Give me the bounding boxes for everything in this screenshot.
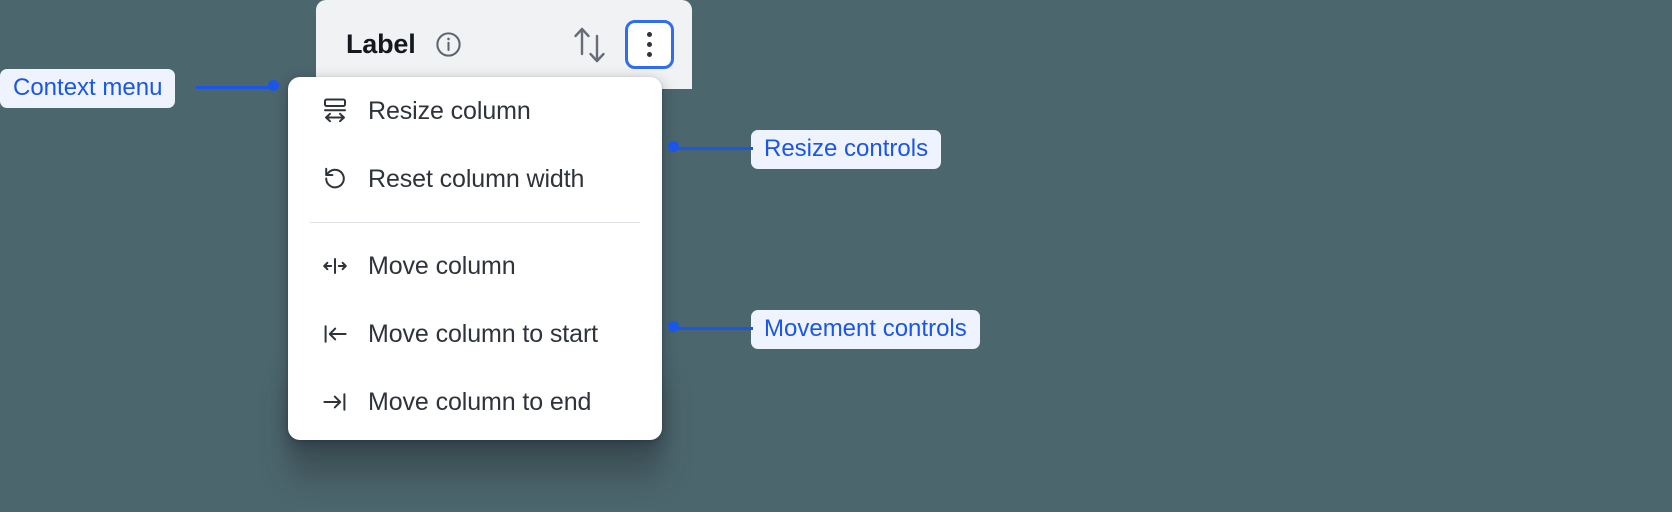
menu-group-resize-controls: Resize column Reset column width [288,77,662,213]
menu-item-label: Move column [368,251,516,280]
annotation-leader-line-context-menu [196,85,272,89]
column-header-content: Label [316,0,692,89]
kebab-dot-3 [647,52,652,57]
annotation-anchor-dot-resize-controls [668,141,679,152]
kebab-dot-2 [647,42,652,47]
column-header-panel: Label [316,0,692,89]
menu-item-move-column-to-end[interactable]: Move column to end [288,368,662,436]
menu-item-label: Resize column [368,96,531,125]
move-to-end-icon [320,387,350,417]
info-circle-icon[interactable] [434,30,463,59]
annotation-label-context-menu: Context menu [0,69,176,109]
column-overflow-menu-button[interactable] [625,20,674,69]
menu-item-move-column[interactable]: Move column [288,232,662,300]
menu-group-movement-controls: Move column Move column to start Mov [288,232,662,436]
sort-up-down-icon[interactable] [569,23,609,67]
menu-item-label: Move column to end [368,387,592,416]
column-header-title: Label [346,29,416,59]
kebab-dot-1 [647,32,652,37]
menu-divider [310,222,640,223]
annotation-leader-line-resize-controls [674,146,753,150]
reset-rotate-ccw-icon [320,164,350,194]
menu-item-label: Reset column width [368,164,585,193]
annotation-leader-line-movement-controls [674,326,753,330]
annotation-label-resize-controls: Resize controls [751,130,942,170]
menu-item-resize-column[interactable]: Resize column [288,77,662,145]
annotation-anchor-dot-movement-controls [668,321,679,332]
annotation-anchor-dot-context-menu [268,80,279,91]
menu-item-move-column-to-start[interactable]: Move column to start [288,300,662,368]
menu-item-reset-column-width[interactable]: Reset column width [288,145,662,213]
column-context-menu: Resize column Reset column width [288,77,662,440]
move-column-icon [320,251,350,281]
move-to-start-icon [320,319,350,349]
annotation-label-movement-controls: Movement controls [751,310,980,350]
menu-item-label: Move column to start [368,319,599,348]
resize-column-icon [320,96,350,126]
